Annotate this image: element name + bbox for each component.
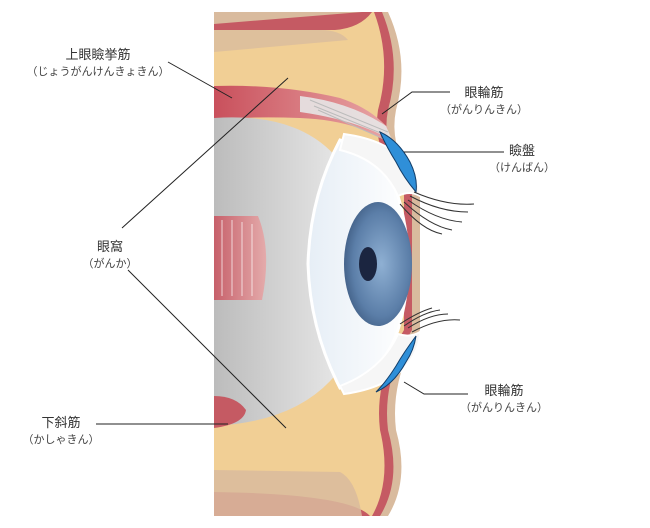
- levator-tendon: [300, 96, 392, 140]
- levator-name: 上眼瞼挙筋: [65, 48, 131, 63]
- orbicularis-lower-reading: （がんりんきん）: [460, 401, 548, 414]
- leader-levator: [167, 61, 233, 99]
- inferior-oblique-reading: （かしゃきん）: [22, 433, 100, 446]
- tarsus-upper: [379, 131, 417, 194]
- tarsus-lower: [375, 335, 417, 393]
- leader-orbit-upper: [121, 77, 289, 229]
- orbit-reading: （がんか）: [82, 257, 138, 270]
- lower-eyelashes: [399, 307, 461, 333]
- orbicularis-lower-name: 眼輪筋: [484, 384, 524, 399]
- tarsus-name: 瞼盤: [508, 144, 535, 159]
- leader-orbicularis-upper: [381, 91, 450, 115]
- orbicularis-upper-name: 眼輪筋: [464, 86, 504, 101]
- leader-orbit-lower: [127, 269, 287, 429]
- rectus-muscle: [214, 216, 267, 300]
- lower-skin-inner: [214, 470, 362, 516]
- label-levator: 上眼瞼挙筋 （じょうがんけんきょきん）: [10, 48, 186, 79]
- pupil: [359, 247, 377, 281]
- label-orbicularis-upper: 眼輪筋 （がんりんきん）: [432, 86, 536, 117]
- leader-lines: [96, 61, 504, 429]
- upper-eyelashes: [399, 191, 475, 235]
- tarsus-reading: （けんばん）: [489, 161, 555, 174]
- label-inferior-oblique: 下斜筋 （かしゃきん）: [18, 416, 104, 447]
- inferior-oblique-name: 下斜筋: [41, 416, 81, 431]
- upper-skin-inner: [214, 30, 348, 52]
- orbit-name: 眼窩: [96, 240, 123, 255]
- muscle-striations: [221, 220, 253, 296]
- label-orbit: 眼窩 （がんか）: [70, 240, 150, 271]
- inferior-oblique-muscle: [214, 396, 246, 428]
- tendon-lines: [309, 99, 389, 141]
- orbicularis-upper-reading: （がんりんきん）: [440, 103, 528, 116]
- leader-orbicularis-lower: [403, 381, 468, 395]
- label-tarsus: 瞼盤 （けんばん）: [486, 144, 558, 175]
- levator-reading: （じょうがんけんきょきん）: [26, 65, 170, 78]
- iris: [344, 202, 412, 326]
- label-orbicularis-lower: 眼輪筋 （がんりんきん）: [452, 384, 556, 415]
